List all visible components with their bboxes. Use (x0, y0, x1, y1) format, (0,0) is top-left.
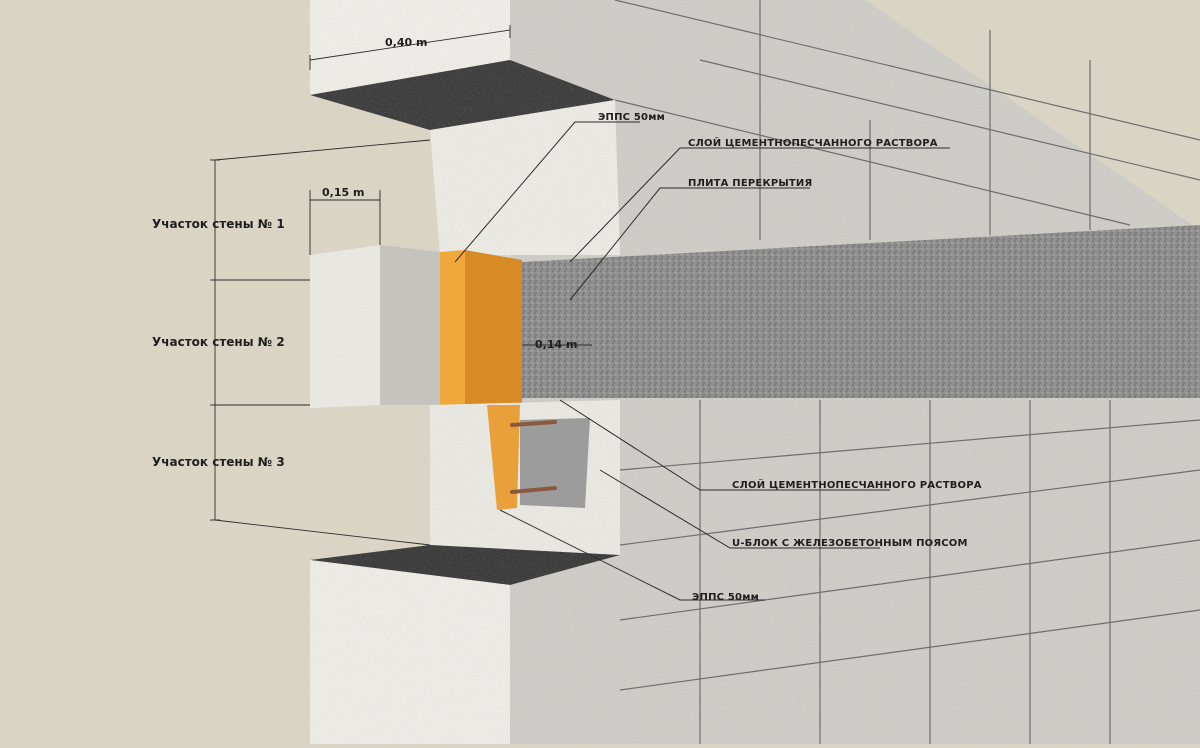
dimension-top-block: 0,40 m (309, 25, 511, 70)
floor-slab (522, 225, 1200, 398)
wall-section-brackets (210, 139, 431, 546)
wall-section-3-label: Участок стены № 3 (152, 455, 285, 469)
lower-wall-joints (619, 400, 1200, 744)
wall-section-1-label: Участок стены № 1 (152, 217, 285, 231)
dimension-ledge: 0,15 m (309, 186, 381, 255)
epps-insulation-bottom (487, 405, 520, 510)
top-block-depth-label: 0,40 m (385, 36, 427, 49)
callout-epps-top: ЭППС 50мм (598, 112, 665, 123)
wall-section-2-label: Участок стены № 2 (152, 335, 285, 349)
callout-mortar-bottom: СЛОЙ ЦЕМЕНТНОПЕСЧАННОГО РАСТВОРА (732, 478, 982, 491)
callout-epps-bottom: ЭППС 50мм (692, 592, 759, 603)
top-aerated-block (310, 0, 615, 130)
rebar-pins (510, 420, 557, 494)
ledge-block (310, 245, 440, 408)
slab-gap-label: 0,14 m (535, 338, 577, 351)
callout-slab: ПЛИТА ПЕРЕКРЫТИЯ (688, 178, 812, 189)
upper-wall-joints (614, 0, 1200, 240)
u-block (430, 400, 620, 555)
bottom-aerated-block (310, 545, 620, 744)
callout-mortar-top: СЛОЙ ЦЕМЕНТНОПЕСЧАННОГО РАСТВОРА (688, 136, 938, 149)
ledge-depth-label: 0,15 m (322, 186, 364, 199)
epps-insulation-top (440, 250, 522, 405)
upper-core-block (430, 100, 620, 255)
dimension-slab-gap: 0,14 m (522, 338, 592, 351)
leader-lines (454, 121, 950, 601)
callout-u-block: U-БЛОК С ЖЕЛЕЗОБЕТОННЫМ ПОЯСОМ (732, 538, 968, 549)
